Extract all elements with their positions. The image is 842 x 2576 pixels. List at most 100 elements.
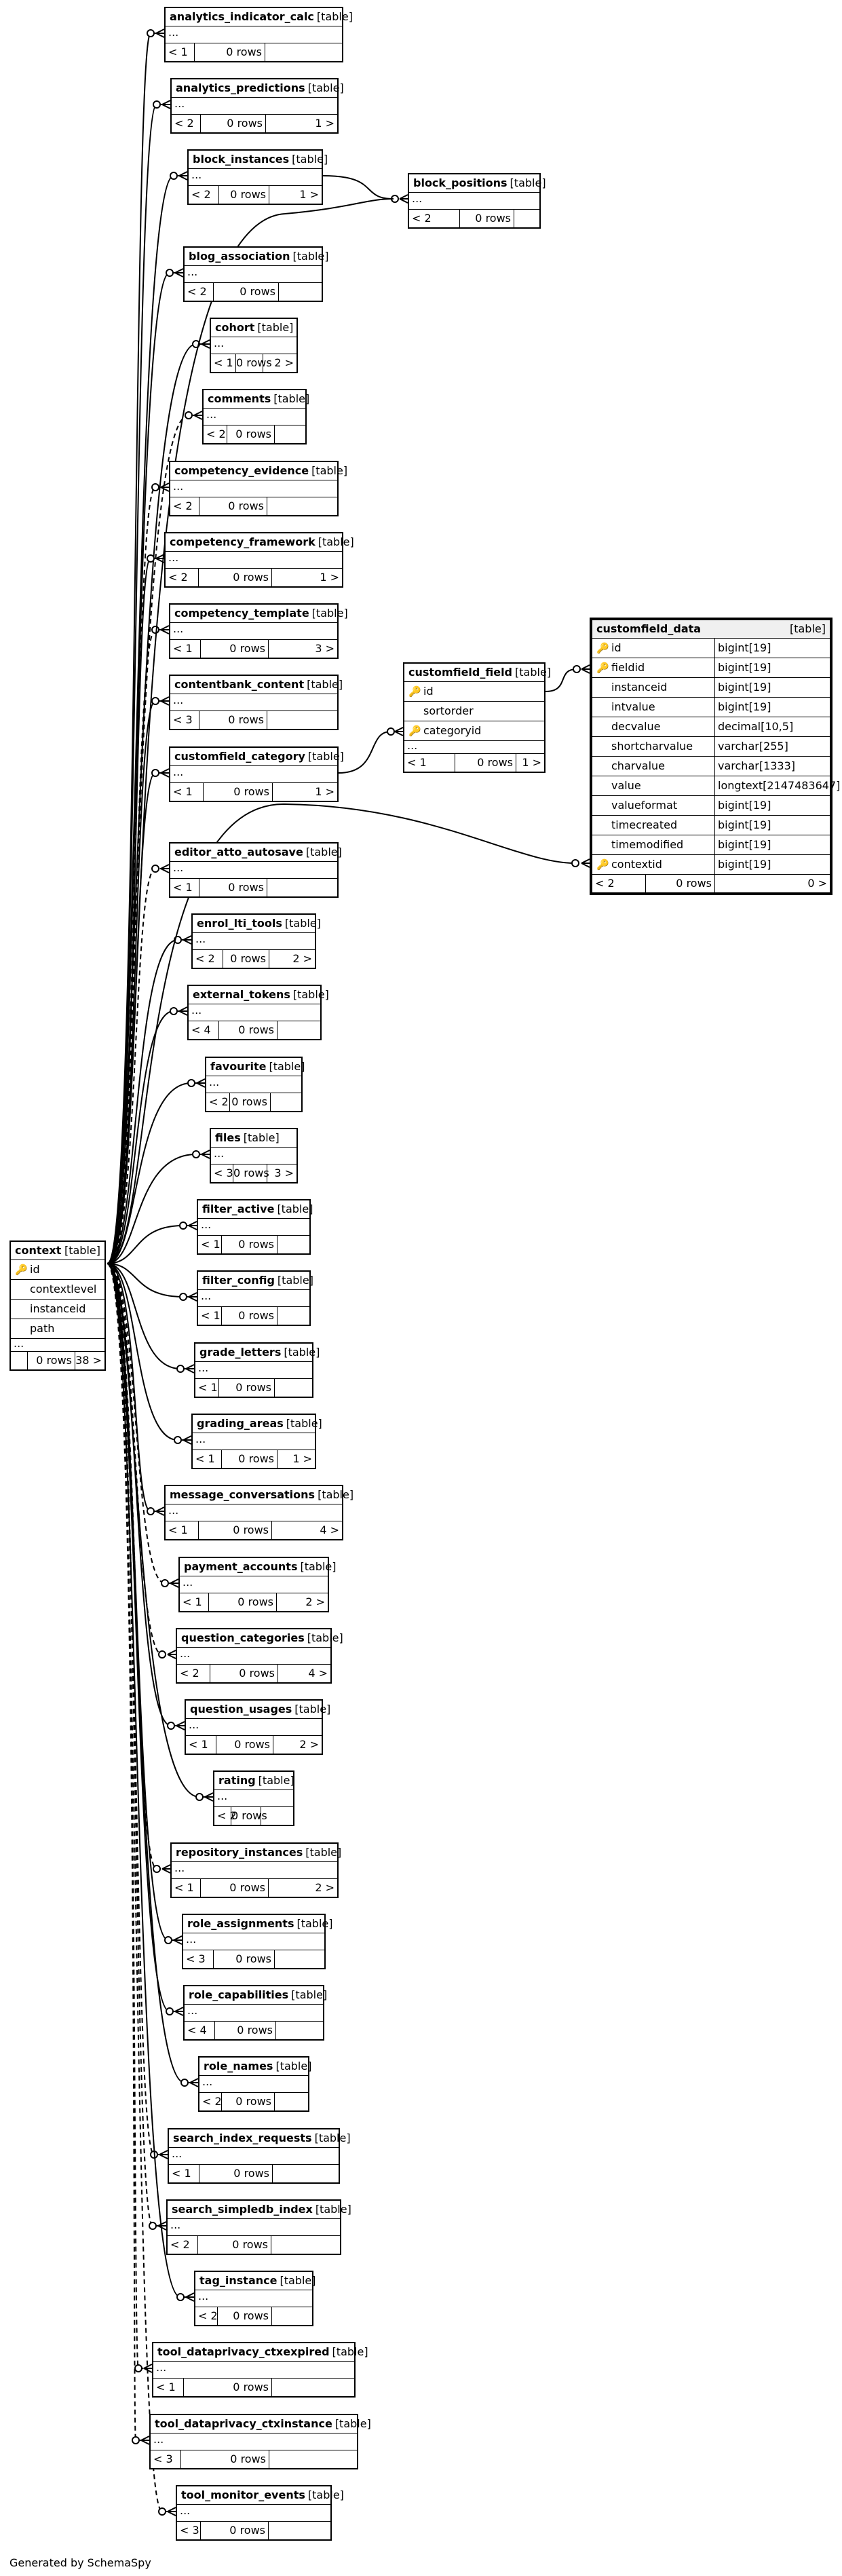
children-count[interactable] [514,210,539,227]
children-count[interactable] [277,1021,320,1039]
parents-count[interactable]: < 4 [187,2024,207,2037]
children-count[interactable]: 4 > [278,1665,330,1682]
children-count[interactable]: 1 > [269,186,322,204]
children-count[interactable] [274,2093,308,2110]
parents-count[interactable]: < 2 [195,952,215,965]
children-count[interactable] [270,1093,301,1111]
table-block-positions[interactable]: block_positions[table] ... < 2 0 rows [408,173,546,229]
children-count[interactable] [272,2165,339,2182]
children-count[interactable]: 1 > [516,754,544,772]
parents-count[interactable]: < 1 [168,1523,188,1536]
parents-count[interactable]: < 3 [173,713,193,726]
parents-count[interactable]: < 2 [595,877,615,890]
children-count[interactable] [277,1307,309,1325]
parents-count[interactable]: < 2 [217,1809,237,1822]
children-count[interactable] [268,2522,330,2539]
parents-count[interactable]: < 2 [206,428,226,440]
children-count[interactable] [271,2236,340,2254]
children-count[interactable] [277,1236,309,1253]
children-count[interactable] [267,879,337,896]
parents-count[interactable]: < 2 [168,571,188,584]
parents-count[interactable]: < 2 [209,1095,229,1108]
children-count[interactable]: 2 > [269,950,315,968]
parents-count[interactable]: < 1 [172,2167,191,2180]
parents-count[interactable]: < 1 [173,785,193,798]
parents-count[interactable]: < 1 [156,2381,176,2393]
parents-count[interactable]: < 2 [198,2309,218,2322]
children-count[interactable]: 1 > [265,115,337,132]
children-count[interactable] [269,2450,357,2468]
parents-count[interactable]: < 4 [191,1023,211,1036]
children-count[interactable]: 2 > [276,1593,328,1611]
children-count[interactable] [275,2022,323,2039]
children-count[interactable] [274,1379,312,1397]
children-count[interactable] [271,2307,312,2325]
table-tool-dataprivacy-ctxinstance[interactable]: tool_dataprivacy_ctxinstance[table]...< … [149,2414,371,2469]
parents-count[interactable]: < 2 [180,1667,199,1680]
children-count[interactable]: 3 > [267,1164,296,1182]
parents-count[interactable]: < 2 [174,117,194,130]
children-count[interactable] [261,1807,293,1825]
parents-count[interactable]: < 1 [201,1238,221,1251]
children-count[interactable]: 3 > [268,640,337,658]
parents-count[interactable]: < 2 [173,499,193,512]
parents-count[interactable]: < 1 [168,45,188,58]
parents-count[interactable]: < 3 [153,2452,173,2465]
parents-count[interactable]: < 1 [195,1452,215,1465]
parents-count[interactable]: < 2 [170,2238,190,2251]
children-count[interactable]: 1 > [271,569,342,586]
children-count[interactable] [265,43,342,61]
parents-count[interactable]: < 3 [186,1952,206,1965]
parents-count[interactable]: < 1 [214,356,233,369]
children-count[interactable] [267,711,337,729]
parents-count[interactable] [14,1352,27,1369]
table-context[interactable]: context[table] 🔑id contextlevel instance… [9,1240,106,1371]
children-count[interactable]: 2 > [273,1736,322,1754]
parents-count[interactable]: < 2 [412,212,432,225]
parents-count[interactable]: < 1 [189,1738,208,1751]
children-count[interactable]: 2 > [263,354,296,372]
children-count[interactable]: 4 > [271,1521,342,1539]
parents-count[interactable]: < 1 [174,1881,194,1894]
children-count[interactable]: 1 > [277,1450,315,1468]
children-count[interactable]: 0 > [714,875,830,892]
children-count[interactable] [274,425,305,443]
children-count[interactable]: 1 > [272,783,337,801]
parents-count[interactable]: < 1 [173,642,193,655]
children-count[interactable] [274,1950,324,1968]
parents-count[interactable]: < 3 [214,1167,233,1179]
parents-count[interactable]: < 1 [201,1309,221,1322]
parents-count[interactable]: < 1 [173,881,193,894]
children-count[interactable]: 38 > [75,1352,104,1369]
parents-count[interactable]: < 1 [407,756,427,769]
table-customfield-field[interactable]: customfield_field[table] 🔑id sortorder 🔑… [403,662,551,773]
